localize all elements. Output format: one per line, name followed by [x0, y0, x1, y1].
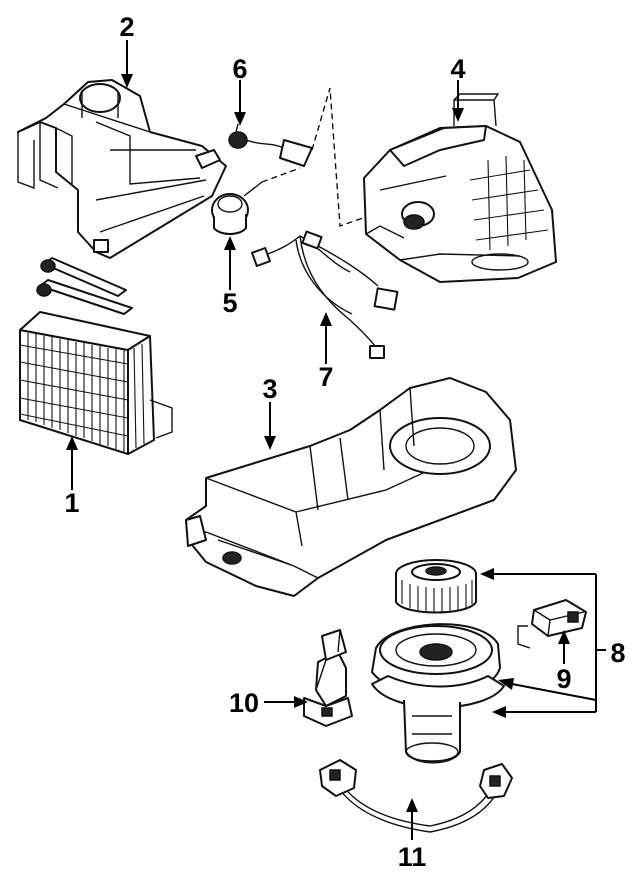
callout-1: 1	[64, 488, 79, 518]
callout-5: 5	[222, 288, 237, 318]
leader-lines	[66, 40, 606, 840]
dash-line-6-to-4	[311, 87, 381, 227]
part-10-relay	[303, 629, 353, 727]
part-4-heater-case	[363, 93, 557, 283]
part-6-sensor	[228, 123, 313, 167]
dash-line-5-to-6	[261, 167, 301, 183]
callout-4: 4	[450, 54, 465, 84]
part-8-blower-fan	[395, 559, 477, 614]
callout-9: 9	[556, 664, 571, 694]
part-11-wire-harness	[319, 759, 513, 833]
callout-11: 11	[398, 842, 427, 872]
part-5-actuator	[211, 181, 263, 235]
callout-10: 10	[229, 688, 259, 718]
callout-3: 3	[262, 374, 277, 404]
callout-6: 6	[232, 54, 247, 84]
callout-2: 2	[119, 12, 134, 42]
part-2-upper-case	[17, 79, 227, 259]
part-8-blower-motor	[371, 623, 505, 764]
part-9-resistor	[517, 599, 587, 649]
part-7-wire-harness	[251, 230, 399, 359]
part-1-evaporator-core	[19, 257, 173, 455]
part-3-blower-housing	[185, 377, 517, 597]
callout-7: 7	[318, 362, 333, 392]
callout-8: 8	[610, 638, 625, 668]
